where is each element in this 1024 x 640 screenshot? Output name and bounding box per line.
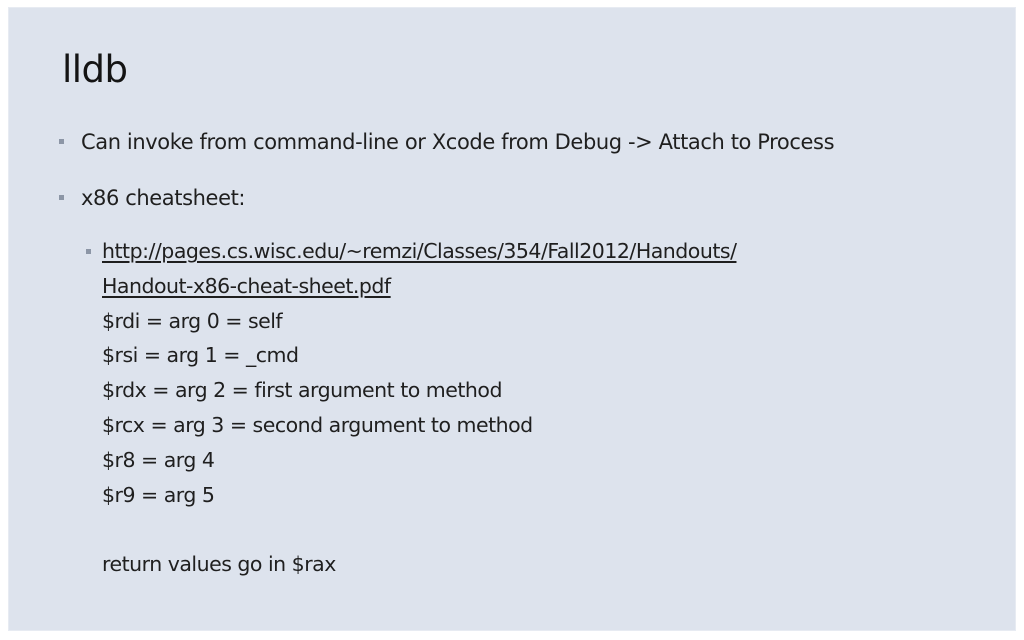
register-line-rdx: $rdx = arg 2 = first argument to method <box>102 378 502 403</box>
blank-line <box>102 512 736 547</box>
register-line-r8: $r8 = arg 4 <box>102 447 215 472</box>
cheatsheet-link-line-2[interactable]: Handout-x86-cheat-sheet.pdf <box>102 273 391 298</box>
register-line-r9: $r9 = arg 5 <box>102 482 215 507</box>
register-line-rcx: $rcx = arg 3 = second argument to method <box>102 412 533 437</box>
bullet-marker <box>59 195 64 200</box>
slide: lldb Can invoke from command-line or Xco… <box>8 7 1016 631</box>
sub-bullet-content: http://pages.cs.wisc.edu/~remzi/Classes/… <box>102 234 737 582</box>
bullet-item-cheatsheet: x86 cheatsheet: <box>81 186 246 210</box>
register-line-rsi: $rsi = arg 1 = _cmd <box>102 343 299 368</box>
slide-title: lldb <box>62 48 128 91</box>
bullet-marker <box>59 139 64 144</box>
cheatsheet-link-line-1[interactable]: http://pages.cs.wisc.edu/~remzi/Classes/… <box>102 239 737 263</box>
register-line-rdi: $rdi = arg 0 = self <box>102 308 283 333</box>
bullet-item-invoke: Can invoke from command-line or Xcode fr… <box>81 130 835 154</box>
sub-bullet-marker <box>86 249 91 254</box>
return-values-line: return values go in $rax <box>102 552 336 577</box>
